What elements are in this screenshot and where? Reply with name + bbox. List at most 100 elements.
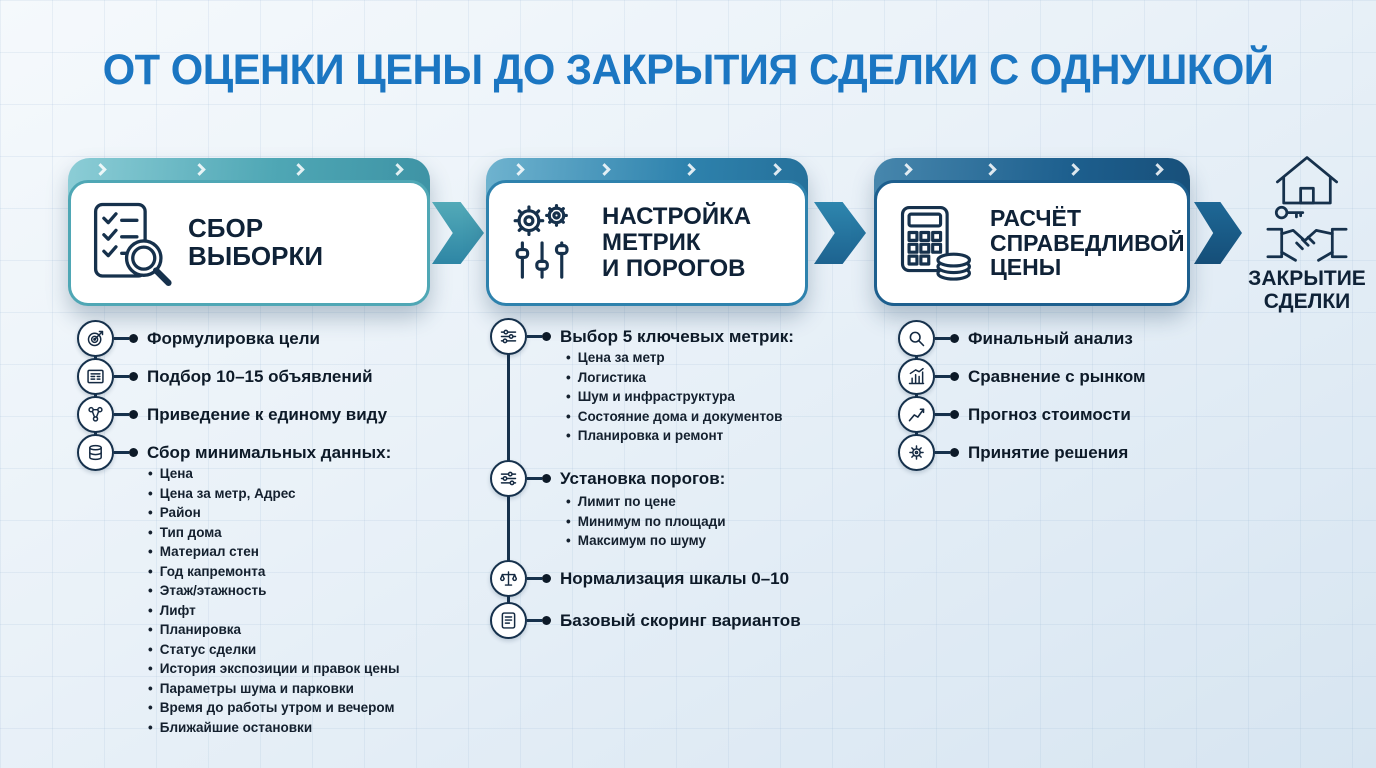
bullet-dot [950,334,959,343]
stage-card-metrics-setup: НАСТРОЙКА МЕТРИК И ПОРОГОВ [486,158,808,306]
connector-line [915,338,918,452]
sub-item: Цена за метр, Адрес [148,484,400,504]
sub-item: Этаж/этажность [148,581,400,601]
goal-target-icon [77,320,114,357]
stage-title: СБОР ВЫБОРКИ [188,213,324,271]
item-label: Подбор 10–15 объявлений [147,366,373,386]
connector-tick [935,451,950,454]
handshake-icon [1264,220,1350,266]
database-icon [77,434,114,471]
item-label: Финальный анализ [968,328,1133,348]
flow-arrow-icon [1194,202,1242,264]
list-item: Прогноз стоимости [898,396,1131,433]
sub-item: Тип дома [148,523,400,543]
chevron-right-icon [769,163,782,176]
bullet-dot [129,334,138,343]
list-item: Подбор 10–15 объявлений [77,358,373,395]
list-item: Формулировка цели [77,320,320,357]
search-icon [898,320,935,357]
bullet-dot [542,574,551,583]
deal-closing-block: ЗАКРЫТИЕ СДЕЛКИ [1240,148,1374,313]
item-label: Установка порогов: [560,468,726,488]
chevron-right-icon [292,163,305,176]
sub-item: Ближайшие остановки [148,718,400,738]
sub-item: Состояние дома и документов [566,407,783,427]
bullet-dot [950,448,959,457]
item-label: Выбор 5 ключевых метрик: [560,326,794,346]
item-label: Сбор минимальных данных: [147,442,392,462]
stage-card-fair-price: РАСЧЁТ СПРАВЕДЛИВОЙ ЦЕНЫ [874,158,1190,306]
bullet-dot [542,616,551,625]
item-label: Нормализация шкалы 0–10 [560,568,790,588]
connector-tick [527,577,542,580]
calculator-coins-icon [892,201,976,285]
chevron-right-icon [683,163,697,176]
connector-tick [114,337,129,340]
connector-line [94,338,97,452]
list-item: Выбор 5 ключевых метрик: [490,318,794,355]
deal-closing-label: ЗАКРЫТИЕ СДЕЛКИ [1248,267,1366,313]
thresholds-sublist: Лимит по цене Минимум по площади Максиму… [566,492,726,551]
sub-item: Материал стен [148,542,400,562]
bullet-dot [542,474,551,483]
listings-icon [77,358,114,395]
sub-item: История экспозиции и правок цены [148,659,400,679]
chevron-strip [94,161,404,178]
checklist-magnifier-icon [86,199,174,287]
sub-item: Минимум по площади [566,512,726,532]
chevron-right-icon [94,163,107,176]
item-label: Формулировка цели [147,328,320,348]
list-item: Принятие решения [898,434,1128,471]
chevron-right-icon [512,163,525,176]
bullet-dot [950,410,959,419]
flow-arrow-icon [814,202,866,264]
sub-item: Район [148,503,400,523]
connector-tick [114,451,129,454]
sub-item: Время до работы утром и вечером [148,698,400,718]
market-chart-icon [898,358,935,395]
sub-item: Год капремонта [148,562,400,582]
chevron-right-icon [983,163,997,176]
page-title: ОТ ОЦЕНКИ ЦЕНЫ ДО ЗАКРЫТИЯ СДЕЛКИ С ОДНУ… [102,46,1274,94]
bullet-dot [129,372,138,381]
bullet-dot [129,410,138,419]
chevron-strip [900,161,1164,178]
chevron-strip [512,161,782,178]
bullet-dot [129,448,138,457]
unify-icon [77,396,114,433]
sub-item: Лифт [148,601,400,621]
stage-title: РАСЧЁТ СПРАВЕДЛИВОЙ ЦЕНЫ [990,205,1185,281]
connector-tick [935,375,950,378]
sub-item: Максимум по шуму [566,531,726,551]
sub-item: Лимит по цене [566,492,726,512]
list-item: Приведение к единому виду [77,396,387,433]
sub-item: Параметры шума и парковки [148,679,400,699]
chevron-right-icon [597,163,611,176]
list-item: Финальный анализ [898,320,1133,357]
stage-body: РАСЧЁТ СПРАВЕДЛИВОЙ ЦЕНЫ [874,180,1190,306]
decision-gear-icon [898,434,935,471]
stage-title: НАСТРОЙКА МЕТРИК И ПОРОГОВ [602,203,752,282]
sub-item: Планировка [148,620,400,640]
stage-body: СБОР ВЫБОРКИ [68,180,430,306]
list-item: Сравнение с рынком [898,358,1146,395]
chevron-right-icon [900,163,913,176]
flow-arrow-icon [432,202,484,264]
connector-tick [935,337,950,340]
chevron-right-icon [1151,163,1164,176]
item-label: Приведение к единому виду [147,404,388,424]
house-key-icon [1268,148,1346,220]
threshold-sliders-icon [490,460,527,497]
sub-item: Статус сделки [148,640,400,660]
connector-tick [114,413,129,416]
chevron-right-icon [193,163,206,176]
sub-item: Цена [148,464,400,484]
chevron-right-icon [391,163,404,176]
sub-item: Шум и инфраструктура [566,387,782,407]
minimal-data-sublist: Цена Цена за метр, Адрес Район Тип дома … [148,464,400,737]
list-item: Сбор минимальных данных: [77,434,391,471]
list-item: Базовый скоринг вариантов [490,602,801,639]
list-item: Установка порогов: [490,460,725,497]
chevron-right-icon [1067,163,1081,176]
